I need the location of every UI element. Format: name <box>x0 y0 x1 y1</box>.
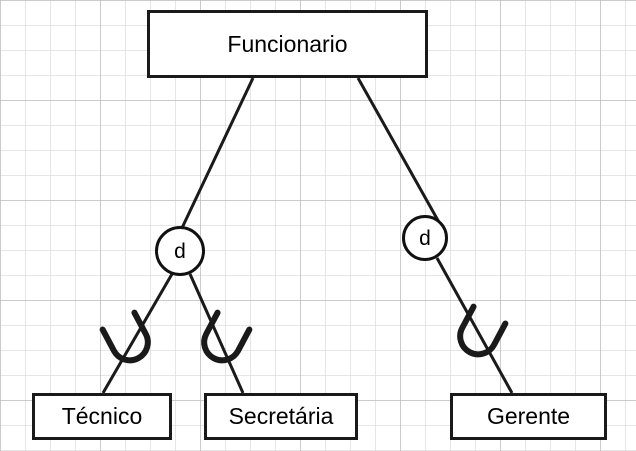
subset-symbol-tecnico <box>99 309 151 364</box>
entity-label-tecnico: Técnico <box>61 403 143 429</box>
edge-funcionario-to-left-circle <box>180 77 255 229</box>
entity-label-gerente: Gerente <box>486 403 571 429</box>
edge-left-circle-to-secretaria <box>188 273 245 394</box>
entity-box-tecnico[interactable]: Técnico <box>32 393 172 440</box>
specialization-label-right: d <box>419 226 431 250</box>
edge-left-circle-to-tecnico <box>101 273 174 394</box>
entity-box-funcionario[interactable]: Funcionario <box>147 10 428 78</box>
entity-box-gerente[interactable]: Gerente <box>450 393 607 440</box>
edge-right-circle-to-gerente <box>435 257 514 394</box>
specialization-circle-right[interactable]: d <box>402 215 448 261</box>
entity-box-secretaria[interactable]: Secretária <box>204 393 358 440</box>
specialization-label-left: d <box>174 239 186 263</box>
entity-label-secretaria: Secretária <box>228 403 334 429</box>
subset-symbol-secretaria <box>201 309 253 364</box>
entity-label-funcionario: Funcionario <box>227 30 348 57</box>
edge-funcionario-to-right-circle <box>356 77 442 225</box>
specialization-circle-left[interactable]: d <box>155 226 205 276</box>
subset-symbol-gerente <box>457 303 509 358</box>
